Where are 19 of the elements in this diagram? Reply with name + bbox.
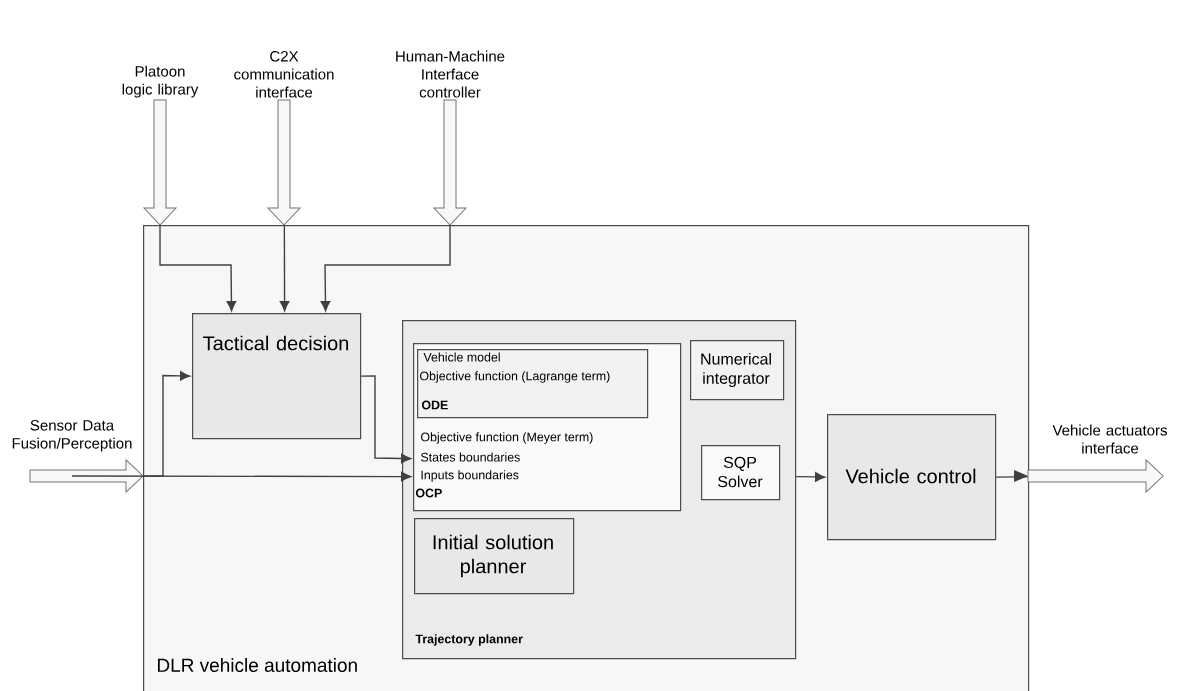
model-box: Vehicle model Objective function (Lagrange term) ODE [417, 349, 649, 419]
interface-label: C2X communication interface [234, 51, 334, 98]
process-box: Initial solution planner [414, 518, 575, 595]
interface-label: Vehicle actuators interface [1052, 424, 1167, 454]
process-box: SQP Solver [701, 445, 781, 501]
arrow [995, 459, 1164, 493]
process-box: Vehicle control [827, 414, 997, 541]
interface-label: Platoon logic library [122, 65, 199, 98]
process-box: Numerical integrator [690, 340, 785, 401]
interface-label: Sensor Data Fusion/Perception [12, 420, 132, 452]
arrow [320, 99, 467, 312]
process-box: Tactical decision [192, 313, 362, 440]
arrow [795, 472, 826, 482]
arrow [29, 371, 191, 493]
arrow [267, 99, 301, 312]
arrow [143, 99, 237, 312]
arrow [360, 375, 412, 464]
interface-label: Human-Machine Interface controller [396, 50, 505, 98]
arrow [71, 471, 412, 482]
